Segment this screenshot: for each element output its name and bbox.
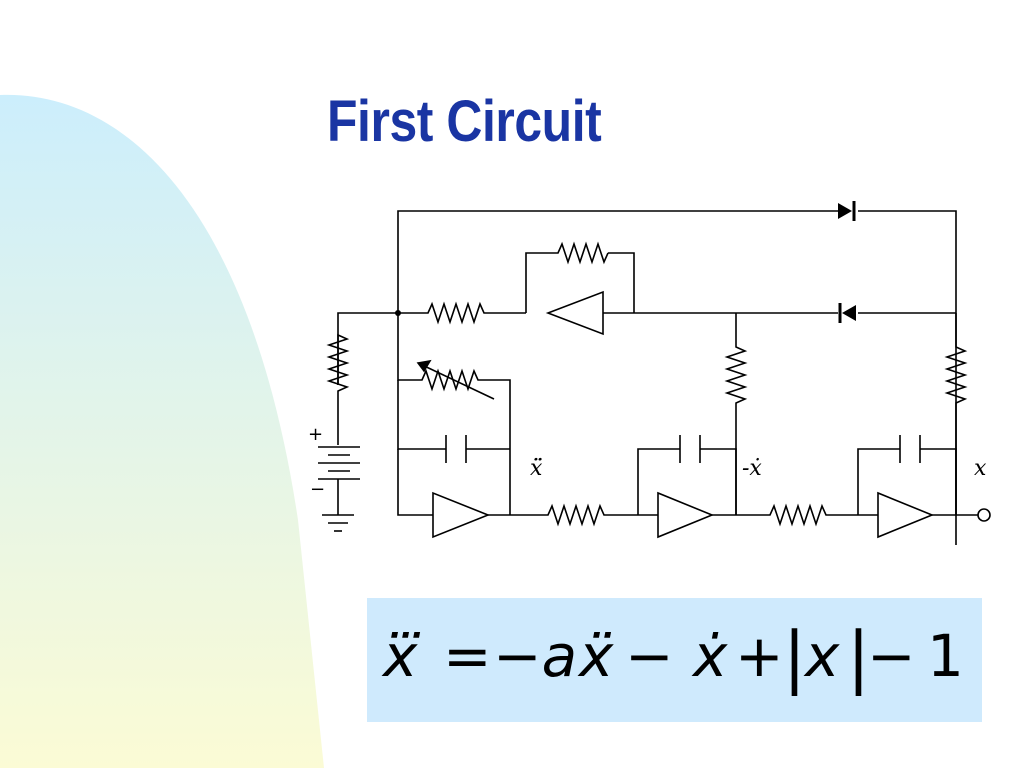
equation-box: x⃛ = −a ẍ − ẋ + | x | − 1 — [367, 598, 982, 722]
eq-one: 1 — [927, 622, 964, 690]
eq-minus-a: −a — [493, 622, 577, 690]
resistor-icon — [944, 313, 968, 515]
eq-abs-x: x — [803, 622, 840, 690]
resistor-icon — [724, 313, 748, 515]
eq-x-dot: ẋ — [691, 622, 728, 690]
slide-title: First Circuit — [327, 89, 602, 154]
resistor-icon — [326, 333, 350, 435]
top-wire — [397, 210, 957, 545]
background-shape — [0, 94, 324, 768]
neg-x-dot-label: -ẋ — [742, 456, 762, 481]
output-terminal-icon — [977, 508, 991, 522]
resistor-icon — [510, 503, 638, 527]
eq-x-ddot: ẍ — [577, 622, 614, 690]
diode-icon — [838, 303, 856, 323]
amplifier-icon — [657, 491, 715, 539]
amplifier-icon — [877, 491, 935, 539]
battery-minus-label: − — [310, 479, 325, 500]
eq-abs-close: | — [847, 618, 870, 697]
amplifier-icon — [545, 290, 604, 336]
amplifier-icon — [432, 491, 491, 539]
eq-abs-open: | — [783, 618, 806, 697]
capacitor-icon — [679, 435, 701, 463]
capacitor-icon — [445, 435, 467, 463]
eq-minus-2: − — [867, 622, 916, 690]
eq-plus: + — [735, 622, 784, 690]
diode-icon — [838, 201, 856, 221]
eq-x-triple-dot: x⃛ — [381, 622, 421, 690]
x-ddot-label: ẍ̈ — [530, 456, 543, 481]
feedback-wire — [337, 312, 423, 385]
battery-icon — [318, 435, 360, 515]
variable-resistor-icon — [397, 313, 511, 515]
resistor-icon — [736, 503, 858, 527]
ground-icon — [322, 514, 354, 532]
resistor-icon — [423, 301, 488, 325]
battery-plus-label: + — [308, 424, 323, 445]
eq-minus-1: − — [625, 622, 674, 690]
eq-equals: = — [443, 622, 492, 690]
x-output-label: x — [974, 456, 987, 481]
circuit-diagram: + − ẍ̈ -ẋ x — [308, 201, 991, 545]
capacitor-icon — [899, 435, 921, 463]
resistor-icon — [554, 241, 609, 265]
